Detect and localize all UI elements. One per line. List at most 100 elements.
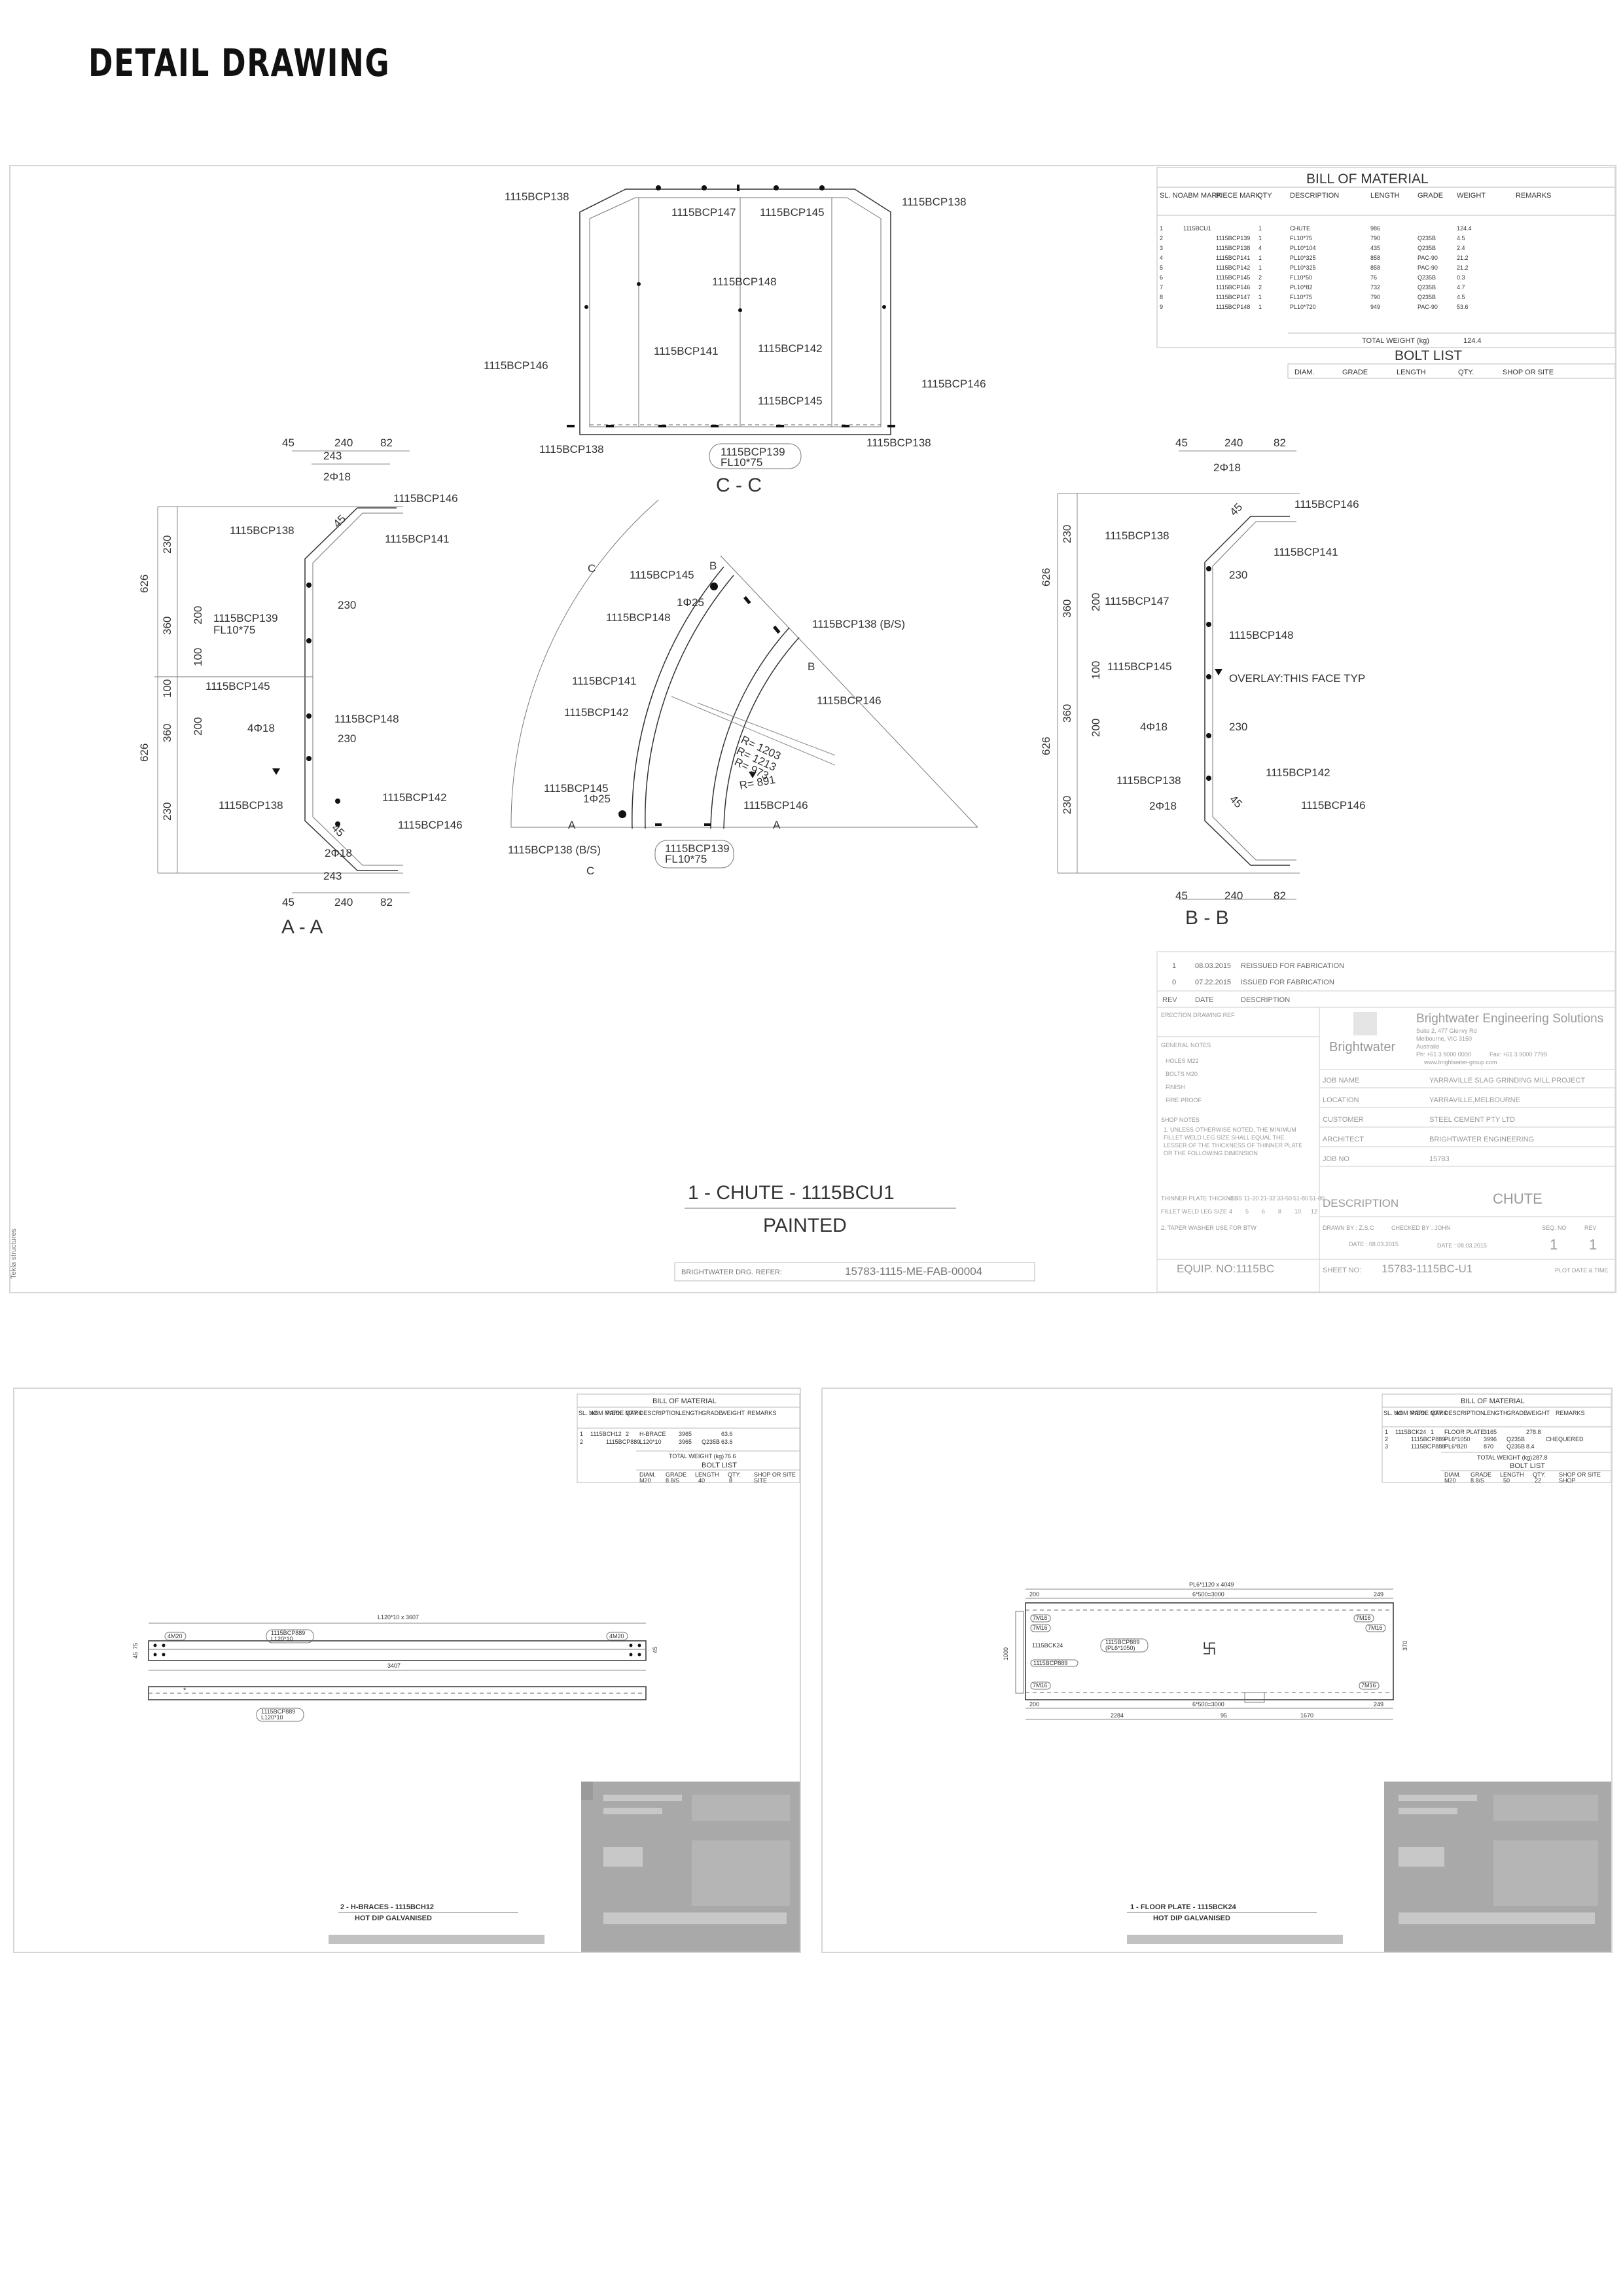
svg-text:230: 230: [161, 535, 173, 554]
svg-text:DESCRIPTION: DESCRIPTION: [1241, 996, 1290, 1004]
svg-text:PL6*1050: PL6*1050: [1444, 1436, 1471, 1443]
svg-text:1115BCP148: 1115BCP148: [712, 276, 777, 288]
svg-text:45: 45: [652, 1647, 658, 1653]
svg-text:243: 243: [323, 870, 342, 882]
floor-plate-caption: 1 - FLOOR PLATE - 1115BCK24: [1130, 1903, 1237, 1911]
page-title: DETAIL DRAWING: [88, 41, 391, 85]
svg-text:DIAM.: DIAM.: [1294, 368, 1315, 376]
bom-cell: PL10*325: [1290, 264, 1316, 271]
svg-text:1670: 1670: [1300, 1712, 1313, 1719]
bom-cell: 2: [1258, 274, 1262, 281]
svg-text:DESCRIPTION: DESCRIPTION: [1444, 1410, 1485, 1416]
svg-text:1115BCK24: 1115BCK24: [1032, 1642, 1063, 1649]
svg-text:C: C: [588, 562, 596, 575]
bom-cell: 1115BCP141: [1216, 255, 1250, 261]
svg-text:1115BCP138: 1115BCP138: [866, 437, 931, 449]
bom-cell: FL10*50: [1290, 274, 1312, 281]
svg-text:LENGTH: LENGTH: [695, 1471, 719, 1478]
svg-text:SL. NO: SL. NO: [1383, 1410, 1403, 1416]
svg-text:1115BCP146: 1115BCP146: [484, 359, 548, 372]
svg-text:GRADE: GRADE: [1471, 1471, 1491, 1478]
svg-text:REV: REV: [1162, 996, 1177, 1004]
svg-text:DESCRIPTION: DESCRIPTION: [1290, 192, 1339, 200]
svg-text:GRADE: GRADE: [1507, 1410, 1527, 1416]
svg-text:1115BCP145: 1115BCP145: [1107, 660, 1172, 673]
svg-text:1115BCP142: 1115BCP142: [382, 791, 447, 804]
svg-text:370: 370: [1402, 1641, 1408, 1651]
svg-text:C: C: [586, 865, 594, 877]
svg-text:PIECE MARK: PIECE MARK: [1216, 192, 1261, 200]
svg-text:L120*10: L120*10: [271, 1636, 293, 1642]
svg-text:07.22.2015: 07.22.2015: [1195, 978, 1231, 986]
svg-text:GRADE: GRADE: [702, 1410, 722, 1416]
svg-text:QTY.: QTY.: [1533, 1471, 1546, 1478]
svg-text:3996: 3996: [1484, 1436, 1497, 1443]
svg-text:240: 240: [334, 896, 353, 908]
main-caption: 1 - CHUTE - 1115BCU1: [688, 1182, 895, 1204]
svg-text:200: 200: [1090, 719, 1102, 737]
svg-text:4: 4: [1229, 1208, 1232, 1215]
bom-cell: 4: [1258, 245, 1262, 251]
svg-text:2: 2: [580, 1439, 583, 1445]
svg-text:1115BCP148: 1115BCP148: [334, 713, 399, 725]
svg-text:www.brightwater-group.com: www.brightwater-group.com: [1423, 1059, 1497, 1066]
svg-text:4Φ18: 4Φ18: [247, 722, 275, 734]
svg-text:240: 240: [1224, 889, 1243, 902]
bom-cell: 1115BCP142: [1216, 264, 1250, 271]
svg-text:PIECE MARK: PIECE MARK: [1411, 1410, 1448, 1416]
svg-text:Suite 2, 477 Glenvy Rd: Suite 2, 477 Glenvy Rd: [1416, 1028, 1477, 1034]
bom-cell: PL10*325: [1290, 255, 1316, 261]
svg-text:Ph: +61 3 9000 0000: Ph: +61 3 9000 0000: [1416, 1051, 1471, 1058]
svg-text:287.8: 287.8: [1533, 1454, 1548, 1461]
svg-text:243: 243: [323, 450, 342, 462]
bom-cell: 21.2: [1457, 255, 1469, 261]
svg-text:1115BCP145: 1115BCP145: [760, 206, 825, 219]
svg-text:R= 891: R= 891: [738, 774, 776, 792]
bom-cell: 53.6: [1457, 304, 1469, 310]
bom-cell: 7: [1160, 284, 1163, 291]
svg-text:ISSUED FOR FABRICATION: ISSUED FOR FABRICATION: [1241, 978, 1334, 986]
bom-cell: 2.4: [1457, 245, 1465, 251]
svg-text:1115BCP146: 1115BCP146: [1301, 799, 1366, 812]
svg-text:TOTAL WEIGHT (kg): TOTAL WEIGHT (kg): [1477, 1454, 1532, 1461]
svg-text:M20: M20: [1444, 1477, 1456, 1484]
svg-text:7M16: 7M16: [1368, 1624, 1383, 1631]
svg-text:45: 45: [132, 1652, 139, 1659]
svg-text:100: 100: [1090, 661, 1102, 679]
svg-text:DESCRIPTION: DESCRIPTION: [639, 1410, 680, 1416]
svg-text:11-20: 11-20: [1244, 1195, 1258, 1202]
svg-text:SITE: SITE: [754, 1477, 767, 1484]
svg-text:1115BCP148: 1115BCP148: [1229, 629, 1294, 641]
svg-text:1115BCP889: 1115BCP889: [1105, 1639, 1139, 1645]
svg-text:15783-1115BC-U1: 15783-1115BC-U1: [1382, 1263, 1472, 1275]
svg-text:1115BCP139: 1115BCP139: [721, 446, 785, 458]
svg-text:1115BCP141: 1115BCP141: [654, 345, 719, 357]
svg-text:1115BCP142: 1115BCP142: [564, 706, 629, 719]
svg-text:ABM MARK: ABM MARK: [590, 1410, 622, 1416]
svg-text:8.8/S: 8.8/S: [1471, 1477, 1484, 1484]
svg-text:3965: 3965: [679, 1439, 692, 1445]
bom-cell: 858: [1370, 264, 1380, 271]
svg-text:BOLTS M20: BOLTS M20: [1166, 1071, 1198, 1077]
svg-text:1115BCP146: 1115BCP146: [921, 378, 986, 390]
svg-text:230: 230: [161, 802, 173, 821]
title-block-label: CUSTOMER: [1323, 1116, 1364, 1124]
svg-text:REISSUED FOR FABRICATION: REISSUED FOR FABRICATION: [1241, 962, 1344, 970]
bom-cell: FL10*75: [1290, 235, 1312, 242]
svg-text:1: 1: [1431, 1429, 1434, 1435]
bom-cell: Q235B: [1418, 274, 1436, 281]
svg-text:100: 100: [192, 648, 204, 666]
svg-text:1115BCP147: 1115BCP147: [671, 206, 736, 219]
svg-text:22: 22: [1535, 1477, 1541, 1484]
bom-cell: 5: [1160, 264, 1163, 271]
bom-cell: PAC-90: [1418, 264, 1438, 271]
svg-text:FLOOR PLATE: FLOOR PLATE: [1444, 1429, 1484, 1435]
svg-text:230: 230: [1229, 721, 1247, 733]
svg-text:2Φ18: 2Φ18: [325, 847, 352, 859]
svg-text:230: 230: [338, 732, 356, 745]
svg-text:1115BCP148: 1115BCP148: [606, 611, 671, 624]
svg-text:4Φ18: 4Φ18: [1140, 721, 1168, 733]
svg-text:4M20: 4M20: [168, 1633, 183, 1640]
view-a-a: 45 240 82 243 2Φ18 626 230 360 200 100 1…: [138, 437, 463, 938]
